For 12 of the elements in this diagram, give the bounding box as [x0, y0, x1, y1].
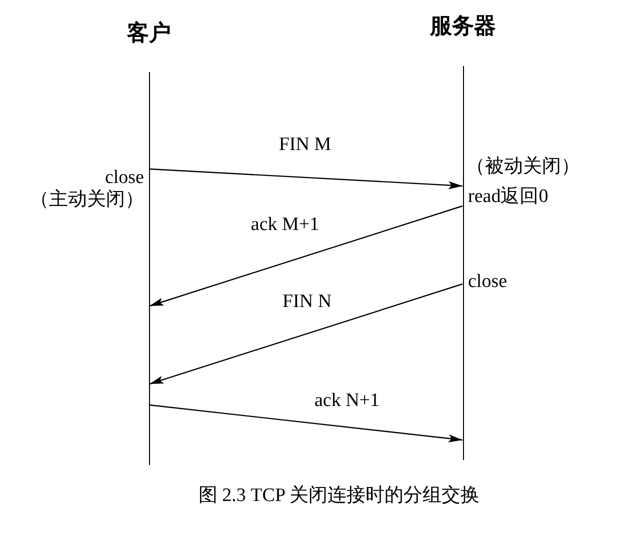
event-note: read返回0 — [468, 186, 548, 208]
lifeline-heading: 客户 — [127, 21, 171, 47]
message-arrow — [149, 283, 463, 385]
event-note: close — [468, 271, 508, 293]
event-note: （主动关闭） — [30, 189, 144, 211]
message-arrow — [149, 404, 463, 442]
event-note: close — [104, 167, 144, 189]
figure-caption: 图 2.3 TCP 关闭连接时的分组交换 — [198, 484, 480, 508]
event-note: （被动关闭） — [466, 156, 580, 178]
message-arrow — [149, 168, 463, 190]
message-arrow — [149, 205, 463, 307]
lifeline-heading: 服务器 — [430, 14, 496, 40]
